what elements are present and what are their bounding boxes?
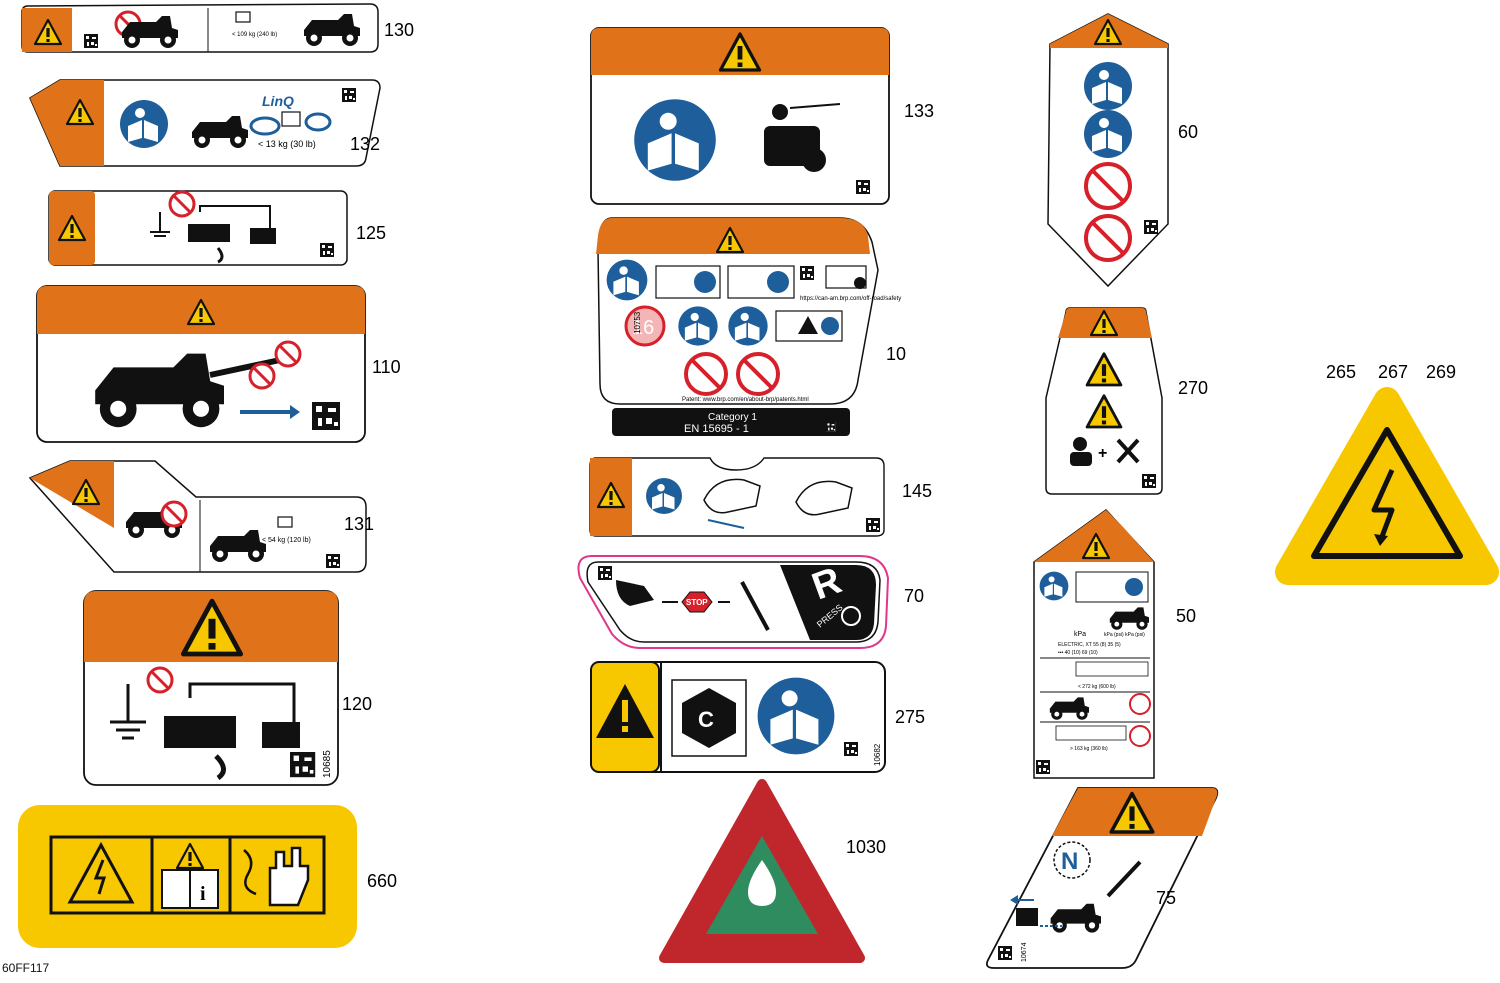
label-131: < 54 kg (120 lb)	[28, 460, 367, 573]
code-75: 10674	[1021, 942, 1028, 962]
label-70: R PRESS STOP	[577, 555, 890, 649]
label-60	[1047, 13, 1169, 288]
label-145	[589, 457, 885, 537]
ref-660: 660	[367, 871, 397, 891]
label-270: +	[1045, 307, 1163, 495]
label-275: C	[590, 661, 886, 773]
weight-text: < 13 kg (30 lb)	[258, 139, 316, 149]
label-125	[48, 190, 348, 266]
kpa-label: kPa	[1074, 631, 1086, 638]
weight-text-130: < 109 kg (240 lb)	[232, 32, 277, 38]
pressure-row-1: ELECTRIC, XT 55 (8) 35 (5)	[1058, 642, 1121, 648]
ref-265: 265	[1326, 362, 1356, 382]
ref-50: 50	[1176, 606, 1196, 626]
ref-275: 275	[895, 707, 925, 727]
plus-sign: +	[1098, 445, 1107, 462]
label-120: 10685	[83, 590, 339, 786]
figure-code: 60FF117	[2, 961, 50, 975]
label-50: kPa kPa (psi) kPa (psi) ELECTRIC, XT 55 …	[1033, 509, 1155, 779]
ref-132: 132	[350, 134, 380, 154]
safety-url: https://can-am.brp.com/off-road/safety	[800, 296, 901, 302]
label-1030	[659, 779, 865, 963]
ref-75: 75	[1156, 888, 1176, 908]
code-text: 10685	[322, 750, 333, 778]
weight-2: > 163 kg (360 lb)	[1070, 746, 1108, 752]
category-text: Category 1	[708, 412, 757, 423]
ref-120: 120	[342, 694, 372, 714]
info-glyph: i	[200, 883, 206, 905]
label-660: i	[18, 805, 357, 948]
hex-letter: C	[698, 707, 714, 732]
ref-60: 60	[1178, 122, 1198, 142]
label-133	[590, 27, 890, 205]
label-132: LinQ < 13 kg (30 lb)	[29, 79, 381, 167]
label-130	[21, 3, 379, 53]
ref-133: 133	[904, 101, 934, 121]
ref-110: 110	[372, 357, 401, 377]
age-16: 16	[632, 317, 654, 339]
label-75: N	[985, 787, 1219, 969]
ref-131: 131	[344, 514, 374, 534]
patent-text: Patent: www.brp.com/en/about-brp/patents…	[682, 397, 809, 403]
code-275: 10682	[873, 743, 882, 766]
label-265-267-269	[1275, 387, 1499, 585]
ref-145: 145	[902, 481, 932, 501]
ref-1030: 1030	[846, 837, 886, 857]
weight-1: < 272 kg (600 lb)	[1078, 684, 1116, 690]
ref-125: 125	[356, 223, 386, 243]
ref-270: 270	[1178, 378, 1208, 398]
ref-130: 130	[384, 20, 414, 40]
pressure-header: kPa (psi) kPa (psi)	[1104, 632, 1145, 638]
weight-text: < 54 kg (120 lb)	[262, 537, 311, 544]
ref-267: 267	[1378, 362, 1408, 382]
reference-numbers: 130 132 125 110 131 120 660 133 10 145 7…	[342, 20, 1456, 908]
pressure-row-2: ••• 40 (10) 69 (10)	[1058, 650, 1098, 656]
stop-text: STOP	[686, 598, 708, 607]
neutral-letter: N	[1061, 848, 1078, 875]
code-70: 10753	[633, 311, 642, 334]
linq-brand: LinQ	[262, 93, 294, 109]
standard-text: EN 15695 - 1	[684, 423, 749, 435]
ref-70: 70	[904, 586, 924, 606]
label-10: https://can-am.brp.com/off-road/safety 1…	[596, 217, 901, 436]
ref-269: 269	[1426, 362, 1456, 382]
label-110	[36, 285, 366, 443]
ref-10: 10	[886, 344, 906, 364]
